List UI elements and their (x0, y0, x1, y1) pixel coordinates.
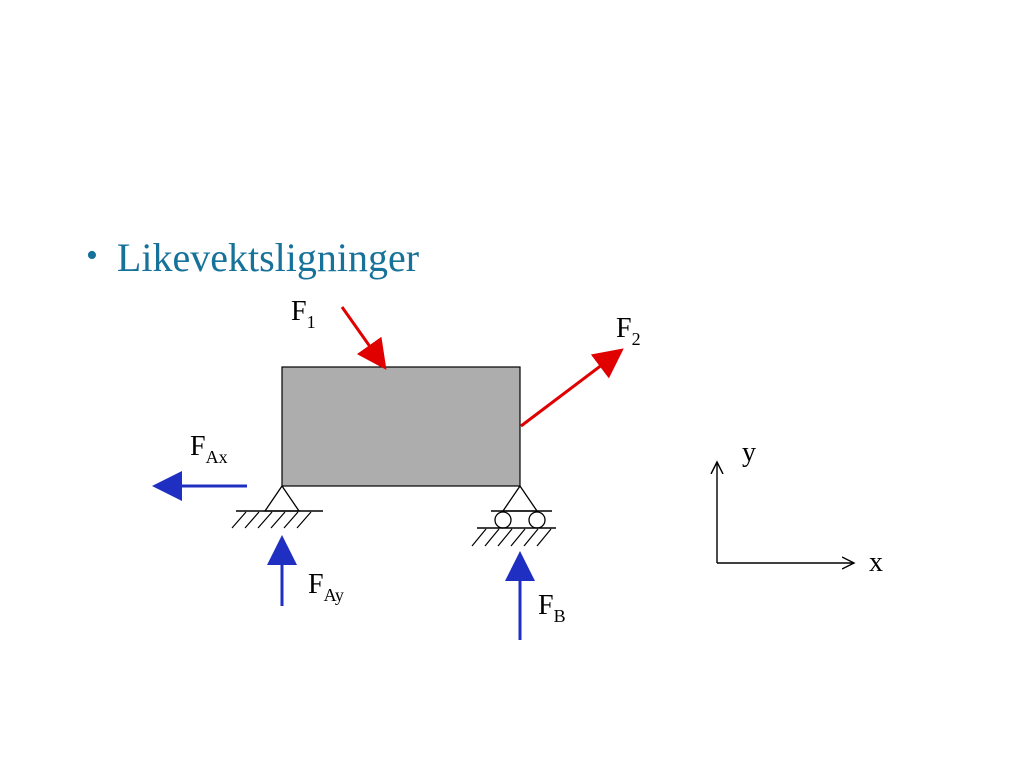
coordinate-axes: y x (717, 437, 883, 578)
force-arrow-f1 (340, 306, 387, 370)
label-fb: FB (538, 590, 566, 626)
label-fay: FAy (308, 569, 344, 605)
bullet-icon: • (86, 237, 98, 274)
label-fax: FAx (190, 431, 228, 467)
beam-rectangle (281, 366, 521, 487)
slide-heading: Likevektsligninger (116, 235, 420, 280)
label-f1: F1 (291, 296, 316, 332)
roller-support-b (471, 484, 556, 547)
label-f2: F2 (616, 313, 641, 349)
bullet-item: • Likevektsligninger (86, 230, 419, 286)
force-arrow-f2 (520, 348, 624, 428)
pin-support-a (231, 484, 323, 529)
y-axis-label: y (742, 437, 756, 468)
x-axis-label: x (869, 547, 883, 578)
